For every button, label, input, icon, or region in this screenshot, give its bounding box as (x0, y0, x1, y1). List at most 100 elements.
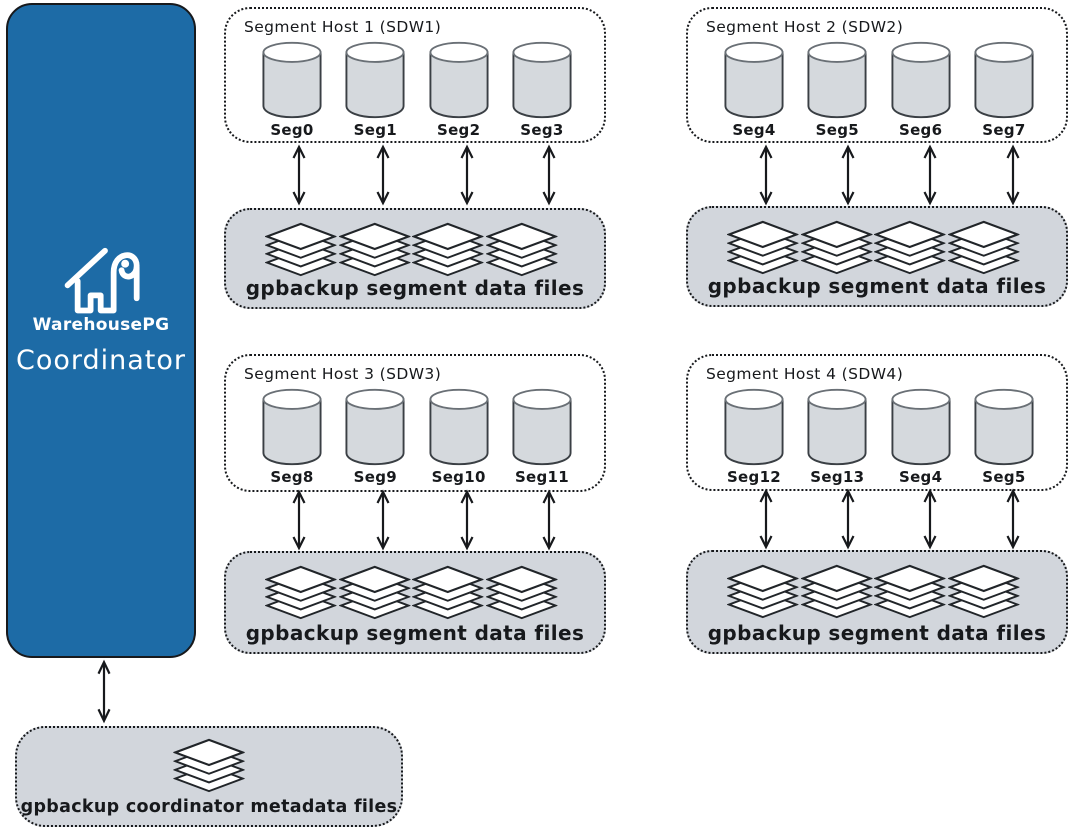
segment-data-files-box-2: gpbackup segment data files (686, 206, 1068, 307)
double-headed-arrow-icon (839, 144, 857, 206)
stacked-files-icon (947, 220, 1021, 276)
elephant-eye-dot (121, 259, 130, 268)
double-headed-arrow-icon (839, 488, 857, 550)
segment-seg11: Seg11 (502, 387, 582, 486)
double-headed-arrow-icon (458, 489, 476, 551)
database-cylinder-icon (426, 40, 492, 120)
segment-label: Seg8 (270, 468, 314, 486)
segment-host-4-cylinders: Seg12 Seg13 Seg4 Seg5 (714, 387, 1044, 486)
segment-seg7: Seg7 (964, 40, 1044, 139)
database-cylinder-icon (259, 40, 325, 120)
segment-seg15: Seg5 (964, 387, 1044, 486)
double-headed-arrow-icon (458, 144, 476, 206)
file-stacks (726, 220, 1020, 276)
coordinator-node: WarehousePG Coordinator (6, 3, 196, 658)
segment-label: Seg4 (732, 121, 776, 139)
stacked-files-icon (485, 222, 559, 278)
segment-label: Seg5 (982, 468, 1026, 486)
segment-seg12: Seg12 (714, 387, 794, 486)
double-headed-arrow-icon (540, 144, 558, 206)
stacked-files-icon (338, 222, 412, 278)
segment-host-1-title: Segment Host 1 (SDW1) (244, 18, 442, 36)
segment-seg14: Seg4 (881, 387, 961, 486)
segment-data-files-label: gpbackup segment data files (245, 621, 585, 645)
stacked-files-icon (726, 564, 800, 620)
segment-label: Seg6 (898, 121, 943, 139)
segment-label: Seg9 (353, 468, 397, 486)
segment-data-files-box-3: gpbackup segment data files (224, 551, 606, 654)
double-headed-arrow-icon (921, 144, 939, 206)
segment-label: Seg1 (353, 121, 397, 139)
segment-host-1-box: Segment Host 1 (SDW1) Seg0 Seg1 Seg2 Seg… (224, 7, 606, 143)
segment-data-files-box-4: gpbackup segment data files (686, 550, 1068, 654)
segment-host-2-cylinders: Seg4 Seg5 Seg6 Seg7 (714, 40, 1044, 139)
coordinator-metadata-files-box: gpbackup coordinator metadata files (15, 726, 403, 827)
double-headed-arrow-icon (374, 489, 392, 551)
segment-label: Seg2 (436, 121, 481, 139)
warehousepg-logo-icon (64, 247, 140, 314)
segment-data-files-label: gpbackup segment data files (245, 276, 585, 300)
segment-label: Seg3 (520, 121, 564, 139)
segment-seg3: Seg3 (502, 40, 582, 139)
double-headed-arrow-icon (1004, 488, 1022, 550)
segment-seg0: Seg0 (252, 40, 332, 139)
database-cylinder-icon (721, 387, 787, 467)
database-cylinder-icon (721, 40, 787, 120)
stacked-files-icon (172, 738, 246, 794)
segment-label: Seg13 (810, 468, 865, 486)
double-headed-arrow-icon (95, 659, 113, 724)
database-cylinder-icon (509, 40, 575, 120)
segment-seg2: Seg2 (419, 40, 499, 139)
segment-seg9: Seg9 (335, 387, 415, 486)
stacked-files-icon (411, 565, 485, 621)
segment-data-files-label: gpbackup segment data files (707, 274, 1047, 298)
double-headed-arrow-icon (374, 144, 392, 206)
database-cylinder-icon (342, 387, 408, 467)
double-headed-arrow-icon (290, 144, 308, 206)
segment-host-3-title: Segment Host 3 (SDW3) (244, 365, 442, 383)
double-headed-arrow-icon (757, 144, 775, 206)
database-cylinder-icon (804, 40, 870, 120)
segment-data-files-box-1: gpbackup segment data files (224, 208, 606, 309)
stacked-files-icon (800, 564, 874, 620)
stacked-files-icon (411, 222, 485, 278)
double-headed-arrow-icon (1004, 144, 1022, 206)
database-cylinder-icon (804, 387, 870, 467)
stacked-files-icon (800, 220, 874, 276)
database-cylinder-icon (342, 40, 408, 120)
segment-label: Seg12 (726, 468, 782, 486)
database-cylinder-icon (888, 387, 954, 467)
coordinator-label: Coordinator (15, 345, 187, 376)
double-headed-arrow-icon (757, 488, 775, 550)
file-stacks (726, 564, 1020, 620)
file-stacks (264, 222, 558, 278)
stacked-files-icon (338, 565, 412, 621)
database-cylinder-icon (509, 387, 575, 467)
database-cylinder-icon (888, 40, 954, 120)
warehousepg-brand-text: WarehousePG (32, 315, 170, 335)
segment-seg10: Seg10 (419, 387, 499, 486)
double-headed-arrow-icon (290, 489, 308, 551)
segment-host-3-box: Segment Host 3 (SDW3) Seg8 Seg9 Seg10 Se… (224, 354, 606, 492)
segment-label: Seg10 (431, 468, 486, 486)
segment-label: Seg5 (815, 121, 859, 139)
segment-seg13: Seg13 (797, 387, 877, 486)
stacked-files-icon (873, 564, 947, 620)
database-cylinder-icon (971, 40, 1037, 120)
segment-seg5: Seg5 (797, 40, 877, 139)
stacked-files-icon (264, 222, 338, 278)
segment-data-files-label: gpbackup segment data files (707, 621, 1047, 645)
segment-seg8: Seg8 (252, 387, 332, 486)
segment-seg1: Seg1 (335, 40, 415, 139)
database-cylinder-icon (426, 387, 492, 467)
segment-host-3-cylinders: Seg8 Seg9 Seg10 Seg11 (252, 387, 582, 486)
segment-seg4: Seg4 (714, 40, 794, 139)
segment-label: Seg4 (898, 468, 943, 486)
segment-label: Seg7 (982, 121, 1026, 139)
segment-host-2-box: Segment Host 2 (SDW2) Seg4 Seg5 Seg6 Seg… (686, 7, 1068, 143)
stacked-files-icon (485, 565, 559, 621)
segment-label: Seg11 (514, 468, 570, 486)
segment-host-4-title: Segment Host 4 (SDW4) (706, 365, 904, 383)
segment-host-4-box: Segment Host 4 (SDW4) Seg12 Seg13 Seg4 S… (686, 354, 1068, 491)
